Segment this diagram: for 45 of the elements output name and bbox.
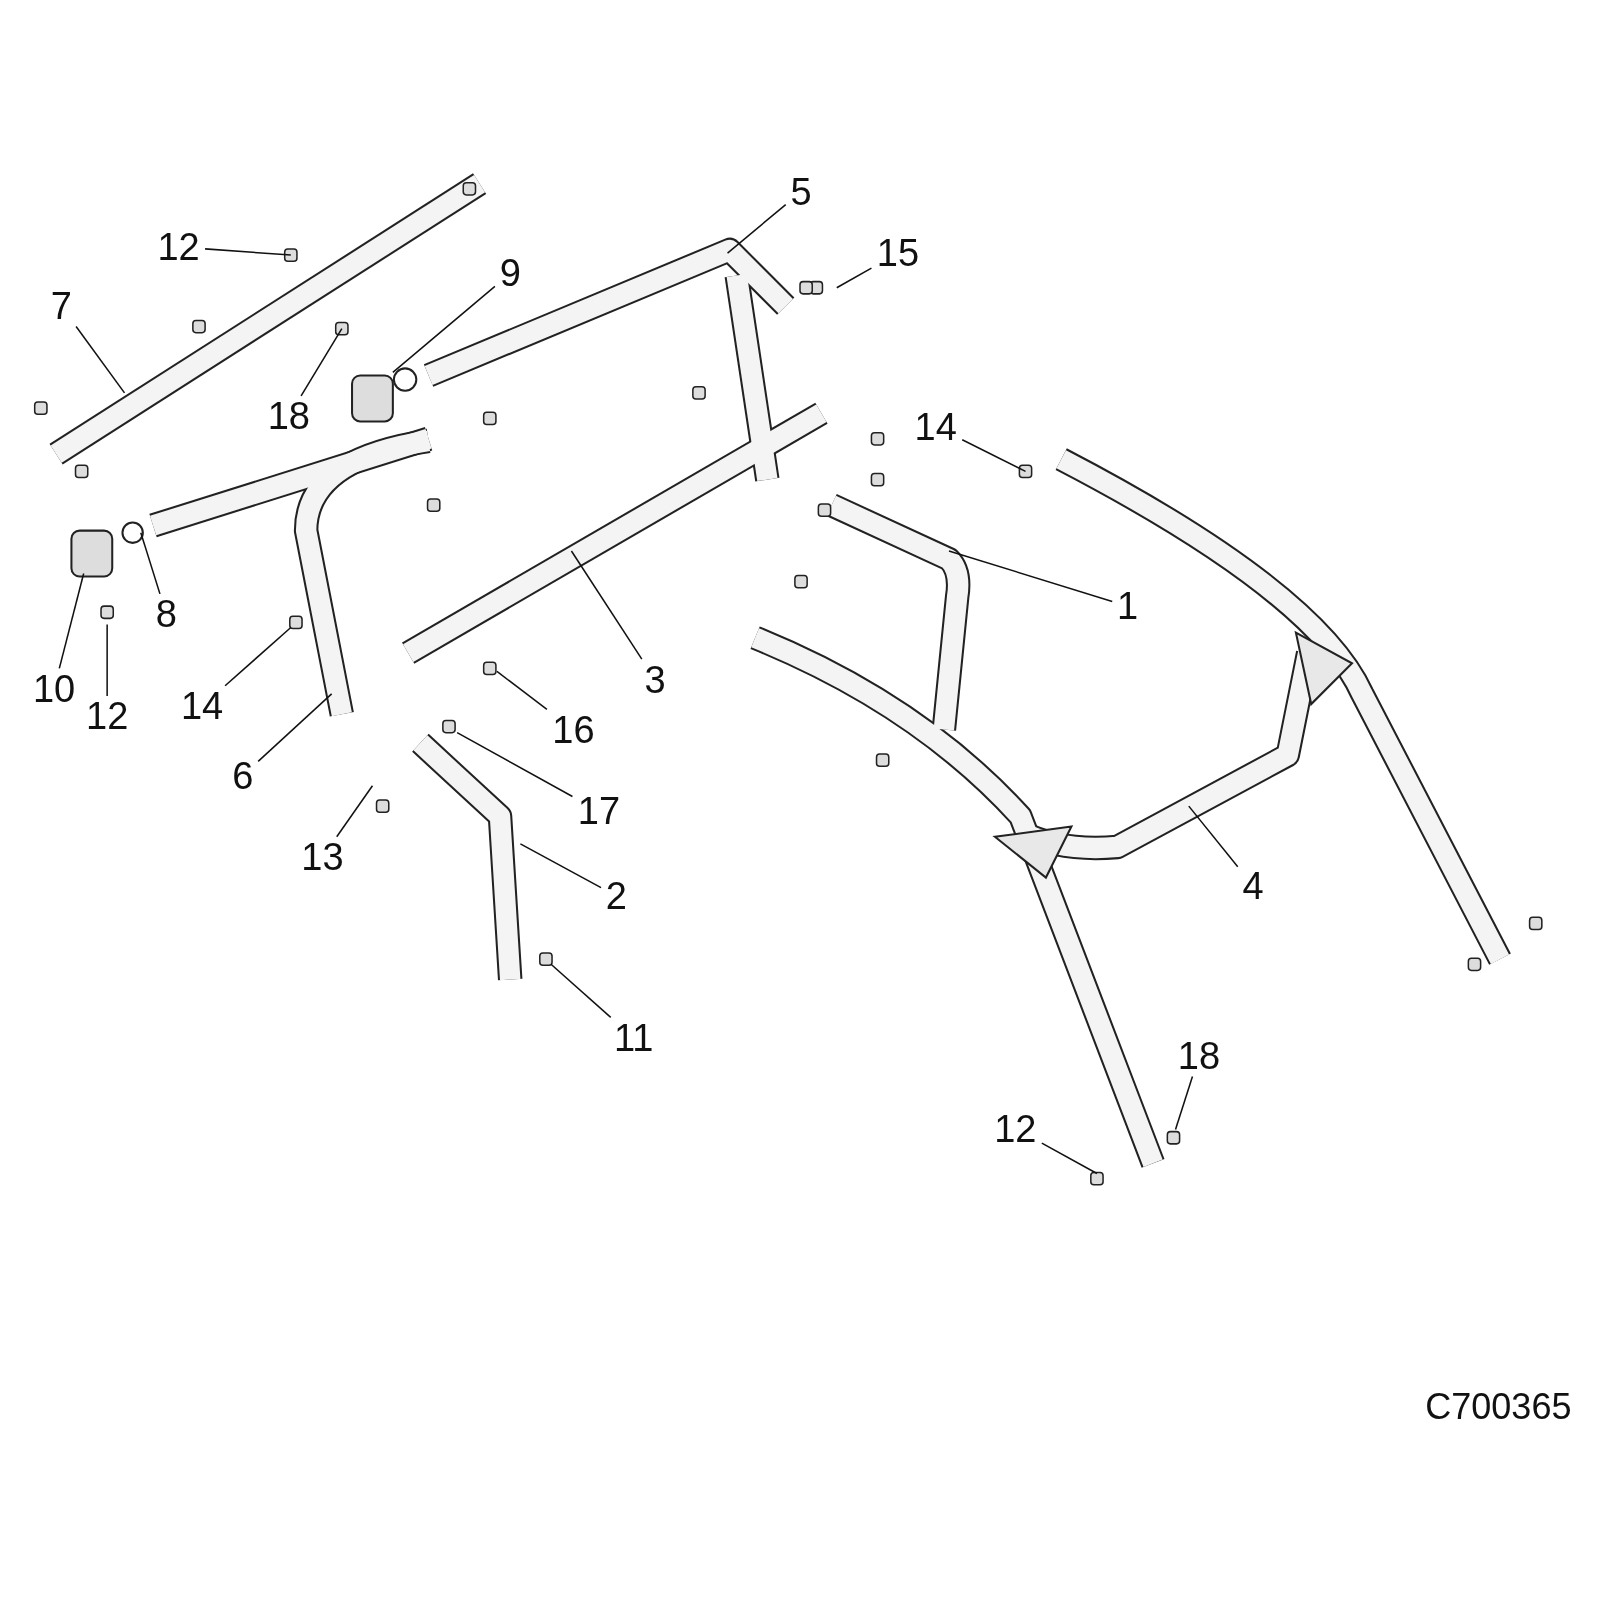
leader-line: [392, 285, 496, 374]
leader-line: [456, 731, 574, 798]
leader-line: [75, 325, 126, 394]
leader-line: [726, 203, 787, 254]
leader-line: [300, 327, 343, 397]
leader-line: [1188, 805, 1239, 868]
leader-line: [257, 693, 333, 763]
callout-number: 8: [155, 594, 177, 635]
leader-line: [835, 267, 873, 289]
callout-number: 15: [876, 233, 920, 274]
callout-number: 6: [232, 755, 254, 796]
leader-line: [204, 248, 292, 256]
leader-line: [335, 784, 374, 838]
callout-number: 12: [994, 1108, 1037, 1149]
callout-number: 1: [1117, 586, 1139, 627]
callout-number: 14: [180, 686, 224, 727]
leader-line: [1041, 1142, 1098, 1175]
callout-number: 2: [605, 875, 627, 916]
callout-number: 10: [32, 668, 76, 709]
leader-line: [550, 963, 612, 1019]
callout-number: 9: [499, 253, 521, 294]
leader-line: [570, 550, 643, 660]
callout-number: 4: [1242, 865, 1264, 906]
leader-line: [106, 623, 108, 697]
leader-line: [496, 670, 548, 711]
leader-line: [224, 626, 292, 687]
callout-number: 5: [790, 171, 812, 212]
callout-number: 17: [577, 791, 621, 832]
callout-number: 3: [644, 659, 666, 700]
callout-number: 14: [914, 406, 957, 447]
leader-line: [961, 439, 1027, 473]
callout-number: 7: [50, 286, 72, 327]
callout-number: 16: [552, 709, 595, 750]
callout-number: 18: [267, 396, 310, 437]
leader-line: [519, 843, 602, 889]
callout-number: 11: [613, 1017, 654, 1058]
callout-number: 13: [301, 837, 344, 878]
callout-number: 12: [157, 226, 200, 267]
drawing-number: C700365: [1425, 1385, 1572, 1428]
leader-line: [140, 531, 161, 595]
callout-number: 18: [1177, 1036, 1221, 1077]
leader-line: [1174, 1075, 1194, 1131]
leader-line: [58, 572, 85, 670]
callout-number: 12: [86, 696, 129, 737]
leader-line: [948, 550, 1113, 603]
